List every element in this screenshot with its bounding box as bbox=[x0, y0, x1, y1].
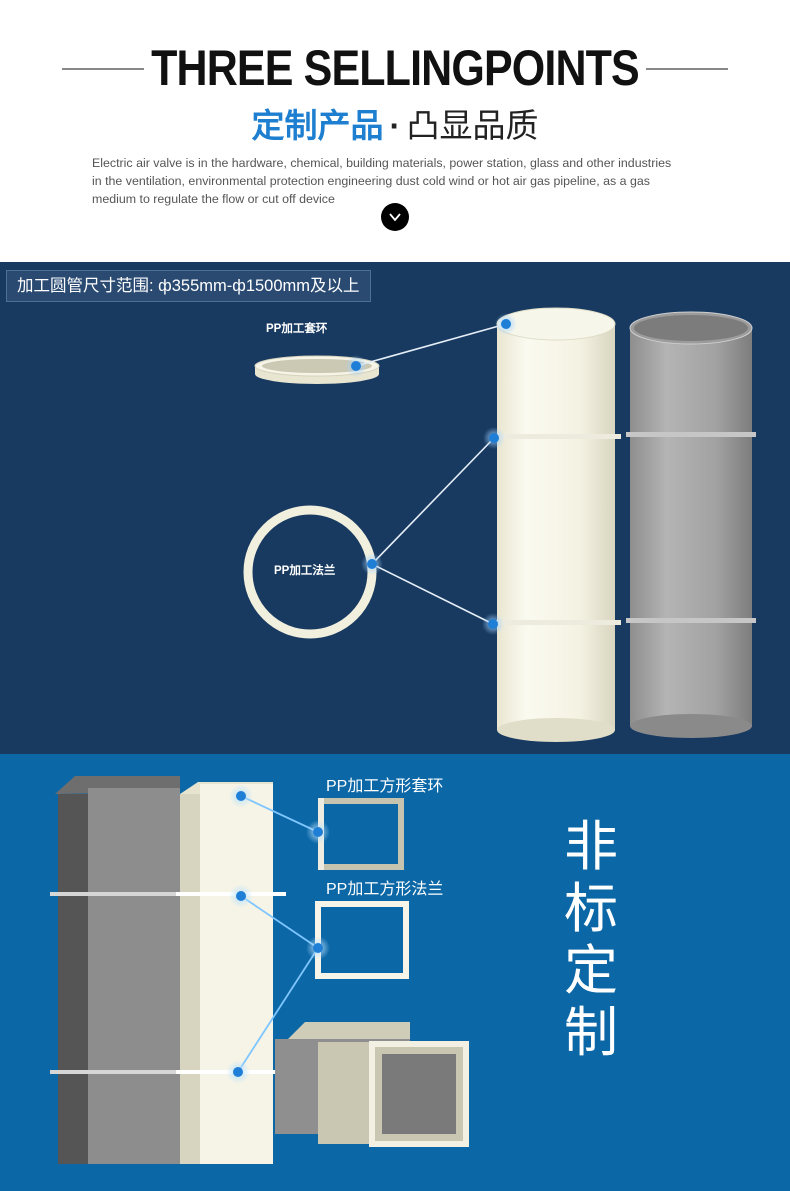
custom-char: 定 bbox=[564, 941, 618, 1001]
subtitle-separator: · bbox=[389, 107, 401, 144]
custom-char: 制 bbox=[564, 1003, 618, 1063]
custom-vertical-text: 非 标 定 制 bbox=[556, 816, 626, 1064]
custom-char: 非 bbox=[564, 817, 618, 877]
page-title: THREE SELLINGPOINTS bbox=[151, 40, 640, 96]
title-rule-left bbox=[62, 68, 144, 70]
subtitle-rest: 凸显品质 bbox=[406, 107, 539, 144]
description-text: Electric air valve is in the hardware, c… bbox=[92, 154, 722, 208]
square-duct-illustration bbox=[50, 776, 469, 1164]
description-line: Electric air valve is in the hardware, c… bbox=[92, 156, 672, 170]
chevron-down-icon bbox=[389, 213, 401, 222]
description-line: in the ventilation, environmental protec… bbox=[92, 174, 650, 188]
scroll-down-button[interactable] bbox=[381, 203, 409, 231]
round-pipe-illustration bbox=[243, 307, 756, 742]
horizontal-square-duct bbox=[275, 1022, 469, 1147]
grey-square-duct bbox=[50, 776, 180, 1164]
pp-square-collar bbox=[318, 798, 404, 870]
collar-label: PP加工套环 bbox=[266, 323, 328, 335]
subtitle-highlight: 定制产品 bbox=[251, 107, 384, 144]
description-line: medium to regulate the flow or cut off d… bbox=[92, 192, 335, 206]
square-collar-label: PP加工方形套环 bbox=[326, 778, 444, 795]
pp-collar-ring bbox=[254, 355, 380, 384]
header-section: THREE SELLINGPOINTS 定制产品·凸显品质 Electric a… bbox=[0, 0, 790, 262]
callout-lines bbox=[355, 323, 507, 625]
custom-char: 标 bbox=[564, 879, 618, 939]
hotspot-markers bbox=[345, 313, 517, 635]
flange-label: PP加工法兰 bbox=[274, 565, 336, 577]
page-subtitle: 定制产品·凸显品质 bbox=[0, 104, 790, 148]
callout-lines bbox=[237, 795, 319, 1073]
round-pipe-panel: 加工圆管尺寸范围: ф355mm-ф1500mm及以上 PP加工套环 PP加工法… bbox=[0, 262, 790, 754]
pp-square-flange bbox=[315, 901, 409, 979]
square-flange-label: PP加工方形法兰 bbox=[326, 881, 444, 898]
hotspot-markers bbox=[226, 784, 330, 1084]
grey-round-pipe bbox=[626, 311, 756, 738]
size-range-badge: 加工圆管尺寸范围: ф355mm-ф1500mm及以上 bbox=[6, 270, 371, 302]
square-duct-panel: PP加工方形套环 PP加工方形法兰 非 标 定 制 bbox=[0, 754, 790, 1191]
cream-square-duct bbox=[176, 782, 286, 1164]
title-rule-right bbox=[646, 68, 728, 70]
cream-round-pipe bbox=[493, 307, 621, 742]
